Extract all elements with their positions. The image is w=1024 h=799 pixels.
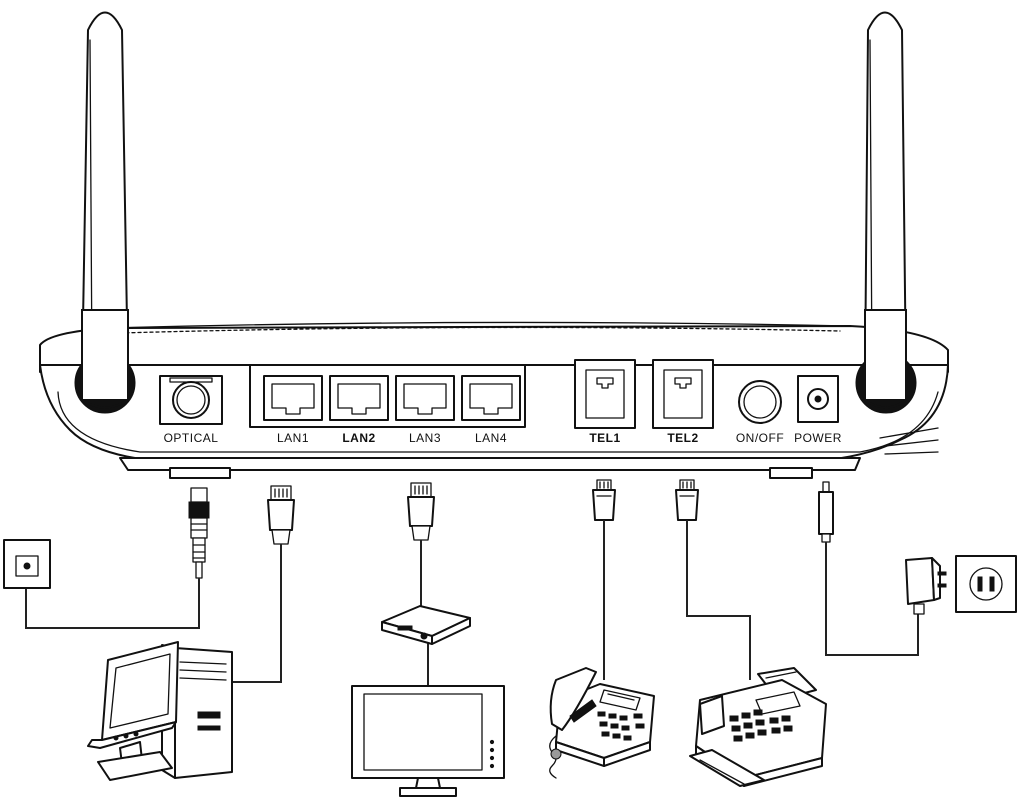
power-switch[interactable] bbox=[738, 380, 782, 424]
set-top-box-icon bbox=[381, 605, 471, 645]
tel2-label: TEL2 bbox=[667, 431, 698, 445]
lan3-label: LAN3 bbox=[409, 431, 441, 445]
rj11-plug-icon bbox=[675, 479, 699, 521]
optical-cable bbox=[25, 572, 200, 629]
computer-icon bbox=[87, 641, 233, 781]
telephone-icon bbox=[549, 667, 655, 779]
lan1-cable bbox=[232, 544, 282, 683]
lan2-label: LAN2 bbox=[342, 431, 375, 445]
power-adapter-icon bbox=[905, 557, 947, 615]
lan3-port bbox=[395, 375, 455, 421]
antenna-base-left bbox=[74, 309, 136, 414]
optical-port-label: OPTICAL bbox=[164, 431, 219, 445]
antenna-left-icon bbox=[81, 11, 129, 381]
optical-connector-icon bbox=[188, 487, 210, 579]
power-label: POWER bbox=[794, 431, 842, 445]
power-port bbox=[797, 375, 839, 423]
tel2-cable bbox=[686, 520, 751, 680]
lan4-port bbox=[461, 375, 521, 421]
tel2-port bbox=[652, 359, 714, 429]
onoff-label: ON/OFF bbox=[736, 431, 784, 445]
wall-power-socket-icon bbox=[955, 555, 1017, 613]
optical-port bbox=[159, 375, 223, 425]
antenna-right-icon bbox=[864, 11, 907, 381]
rj11-plug-icon bbox=[592, 479, 616, 521]
tel1-port bbox=[574, 359, 636, 429]
lan1-port bbox=[263, 375, 323, 421]
lan-port-block bbox=[249, 364, 526, 428]
lan1-label: LAN1 bbox=[277, 431, 309, 445]
dc-plug-icon bbox=[818, 481, 834, 543]
wall-optical-socket-icon bbox=[3, 539, 51, 589]
lan4-label: LAN4 bbox=[475, 431, 507, 445]
tel1-label: TEL1 bbox=[589, 431, 620, 445]
lan2-port bbox=[329, 375, 389, 421]
tv-icon bbox=[351, 685, 505, 797]
fax-machine-icon bbox=[689, 667, 827, 787]
antenna-base-right bbox=[855, 309, 917, 414]
power-cable bbox=[825, 542, 919, 656]
rj45-plug-icon bbox=[267, 485, 295, 545]
rj45-plug-icon bbox=[407, 482, 435, 541]
